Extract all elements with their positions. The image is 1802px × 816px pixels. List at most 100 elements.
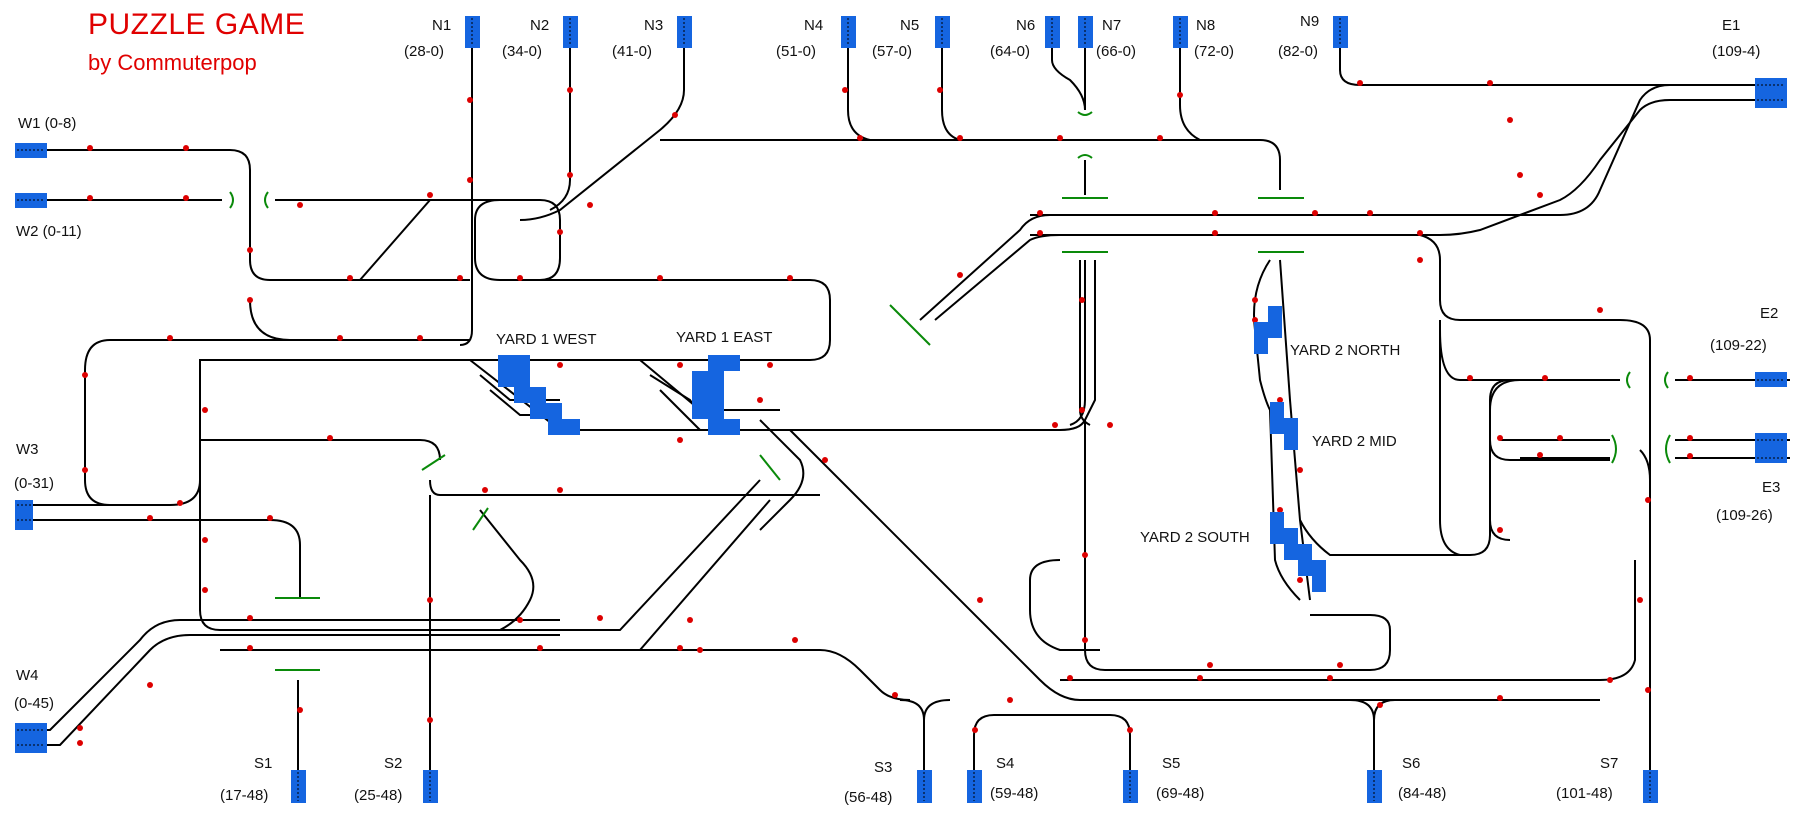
track-central-west [1029,559,1100,651]
s4-name: S4 [996,755,1014,772]
track-n9 [1339,40,1760,86]
portal-e3[interactable] [1755,433,1787,463]
track-yard1-loop [199,279,831,380]
portal-n4[interactable] [841,16,856,48]
w2-label: W2 (0-11) [16,223,82,240]
n9-coord: (82-0) [1278,43,1318,60]
portal-s5[interactable] [1123,770,1138,803]
yard-labels: YARD 1 WEST YARD 1 EAST YARD 2 NORTH YAR… [496,329,1400,546]
track-diag-west [359,199,431,281]
n2-name: N2 [530,17,549,34]
track-east-mid [1439,320,1461,556]
e3-name: E3 [1762,479,1780,496]
west-portals [15,143,47,753]
track-w4-c [220,649,911,701]
track-n1 [459,30,473,346]
track-network [30,30,1790,790]
s2-name: S2 [384,755,402,772]
w1-label: W1 (0-8) [18,115,76,132]
portal-s1[interactable] [291,770,306,803]
bumper-e3 [1611,434,1617,464]
portal-w4[interactable] [15,723,47,753]
bumper-w2 [229,191,234,209]
track-w3-bottom [30,519,301,598]
track-west-loop [249,299,470,341]
bumper-e2-out [1664,371,1669,389]
portal-e1[interactable] [1755,78,1787,108]
yard-2-north-label: YARD 2 NORTH [1290,342,1400,359]
portal-n2[interactable] [563,16,578,48]
track-n6 [1051,40,1086,111]
yard-1-west-label: YARD 1 WEST [496,331,597,348]
end-bumpers [229,111,1671,671]
portal-n6[interactable] [1045,16,1060,48]
e2-coord: (109-22) [1710,337,1767,354]
north-portals [465,16,1348,48]
n1-name: N1 [432,17,451,34]
track-s4-s5 [973,714,1131,790]
track-east-inner [1489,379,1521,541]
track-west-mid [199,380,560,631]
track-ring [470,199,561,281]
portal-n1[interactable] [465,16,480,48]
track-diag-a [759,419,805,531]
n9-name: N9 [1300,13,1319,30]
east-labels: E1 (109-4) E2 (109-22) E3 (109-26) [1710,17,1780,524]
track-n4 [847,40,871,141]
track-s3-b [923,699,951,721]
bumper-n7-lower [1077,154,1093,159]
track-diag-nw [919,214,1051,321]
s3-name: S3 [874,759,892,776]
n3-name: N3 [644,17,663,34]
portal-w2[interactable] [15,193,47,208]
w3-coord: (0-31) [14,475,54,492]
s5-name: S5 [1162,755,1180,772]
track-yard2-a [1253,259,1301,601]
south-portals [291,770,1658,803]
portal-n5[interactable] [935,16,950,48]
s5-coord: (69-48) [1156,785,1204,802]
track-east-upper-2 [1030,99,1760,236]
portal-s3[interactable] [917,770,932,803]
portal-n9[interactable] [1333,16,1348,48]
n5-name: N5 [900,17,919,34]
yard-2-south [1270,512,1326,592]
portal-n8[interactable] [1173,16,1188,48]
portal-w1[interactable] [15,143,47,158]
bumper-mid [472,507,489,531]
s1-coord: (17-48) [220,787,268,804]
n4-name: N4 [804,17,823,34]
portal-n3[interactable] [677,16,692,48]
south-labels: S1 (17-48) S2 (25-48) S3 (56-48) S4 (59-… [220,755,1618,806]
s2-coord: (25-48) [354,787,402,804]
track-diag-d [560,479,761,631]
yard-2-north [1254,306,1282,354]
track-w1 [30,149,470,281]
track-w3-top [30,479,201,506]
bumper-e2 [1626,371,1631,389]
s7-name: S7 [1600,755,1618,772]
track-south-main [1060,560,1636,681]
w4-name: W4 [16,667,39,684]
track-east-upper [1030,84,1760,216]
portal-e2[interactable] [1755,372,1787,387]
portal-s6[interactable] [1367,770,1382,803]
e3-coord: (109-26) [1716,507,1773,524]
portal-w3[interactable] [15,500,33,530]
yard-2-south-label: YARD 2 SOUTH [1140,529,1250,546]
n2-coord: (34-0) [502,43,542,60]
portal-n7[interactable] [1078,16,1093,48]
track-yard2-east [1299,379,1600,556]
track-diag-e [600,499,771,651]
yard-2-mid-label: YARD 2 MID [1312,433,1397,450]
s3-coord: (56-48) [844,789,892,806]
bumper-w-mid [421,454,446,471]
portal-s2[interactable] [423,770,438,803]
e1-name: E1 [1722,17,1740,34]
portal-s4[interactable] [967,770,982,803]
n8-coord: (72-0) [1194,43,1234,60]
n7-name: N7 [1102,17,1121,34]
s1-name: S1 [254,755,272,772]
portal-s7[interactable] [1643,770,1658,803]
